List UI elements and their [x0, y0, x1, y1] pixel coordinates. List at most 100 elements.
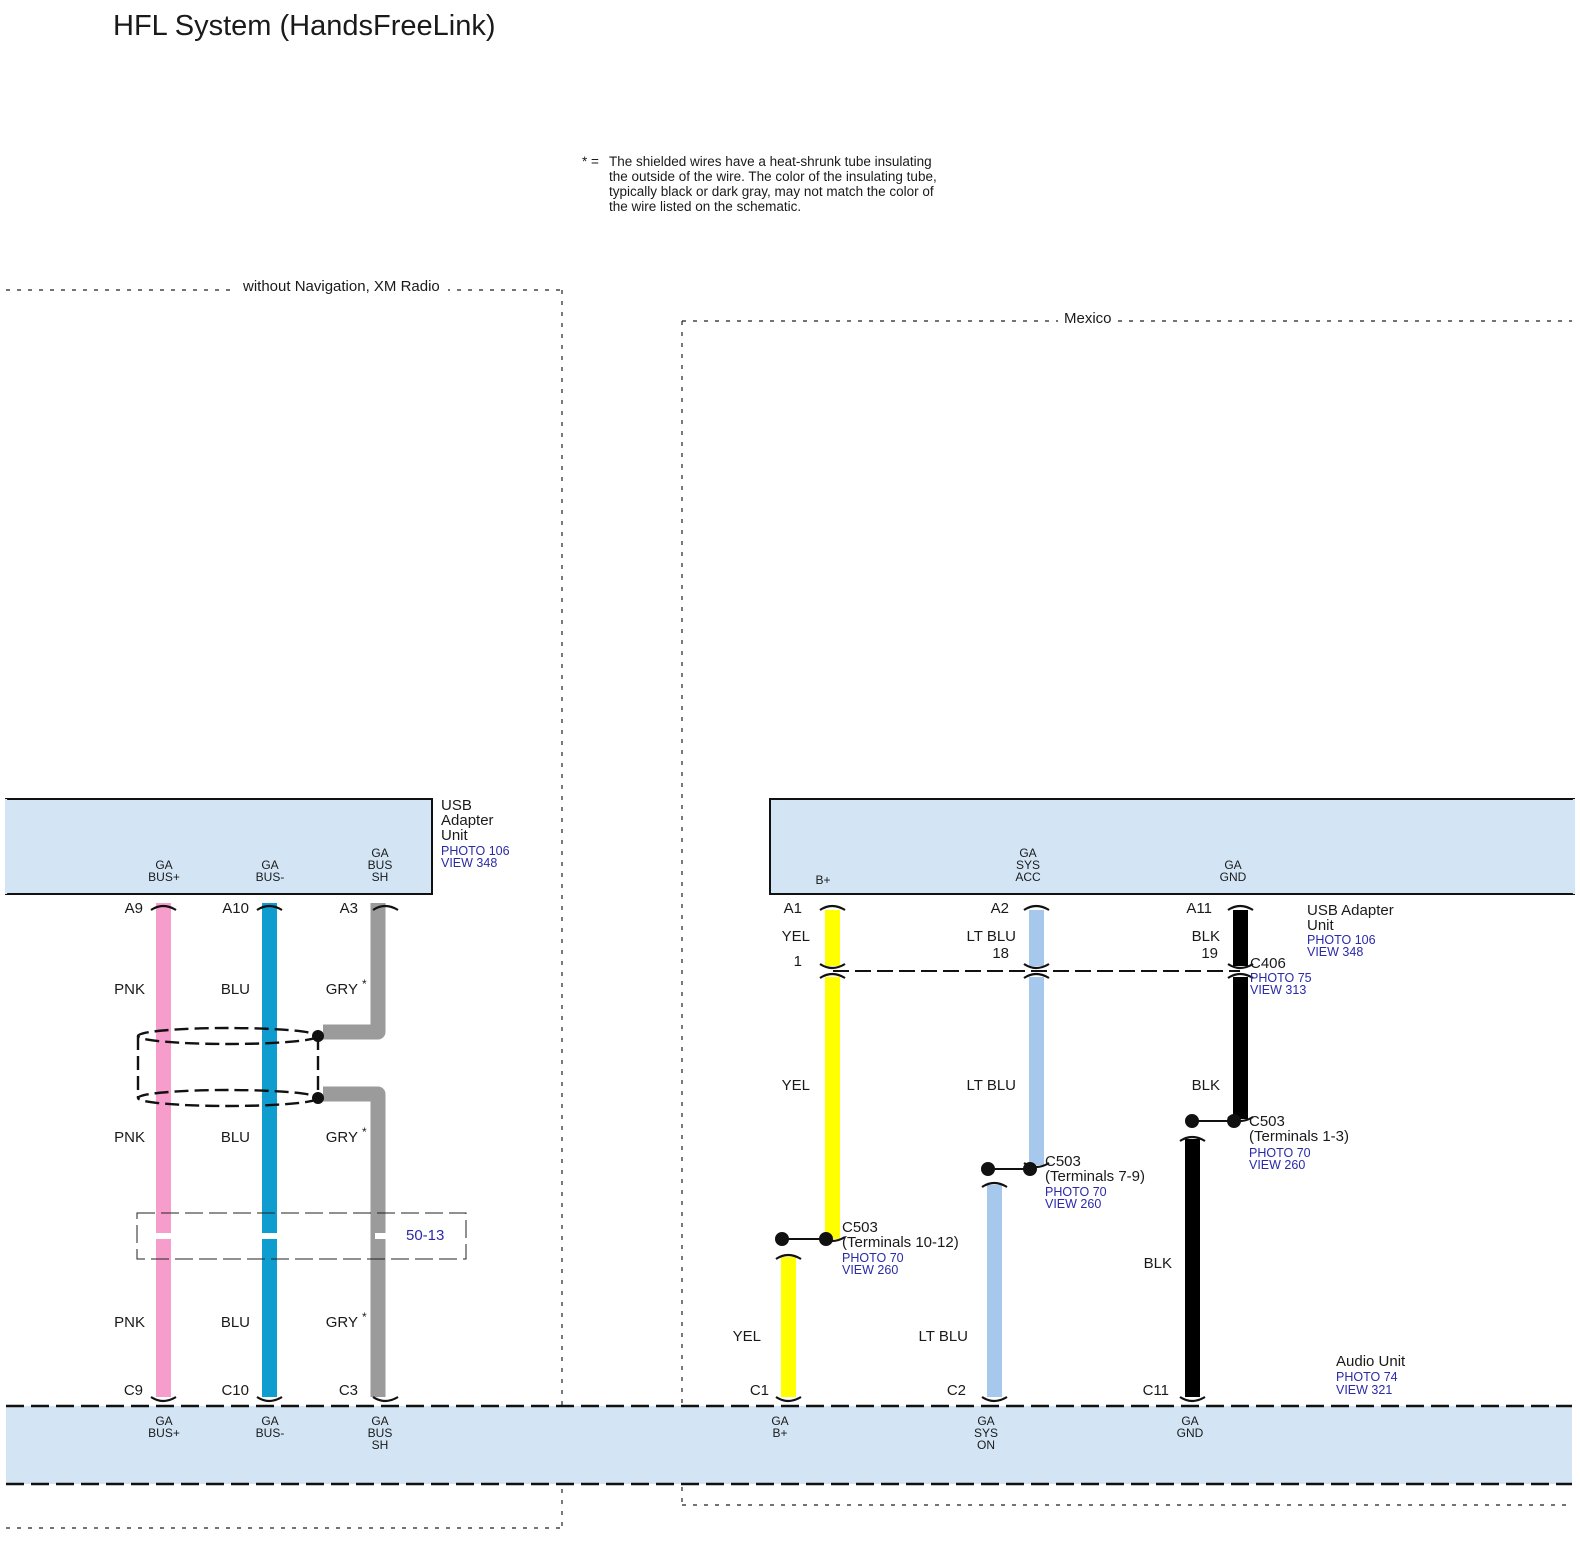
audio-unit-view: VIEW 321 [1336, 1383, 1392, 1397]
page-link-break-gry [375, 1233, 396, 1239]
note-line-4: the wire listed on the schematic. [609, 199, 801, 214]
pin-a9: A9 [125, 900, 143, 917]
audio-term-b-plus-2: B+ [772, 1426, 787, 1440]
c406-view: VIEW 313 [1250, 983, 1306, 997]
color-blk-1: BLK [1192, 928, 1220, 945]
term-gnd-1: GA [1224, 858, 1241, 872]
audio-term-bus-minus-1: GA [261, 1414, 278, 1428]
note-line-2: the outside of the wire. The color of th… [609, 169, 937, 184]
color-blu-1: BLU [221, 981, 250, 998]
c503-a-view: VIEW 260 [842, 1263, 898, 1277]
audio-term-gnd-1: GA [1181, 1414, 1198, 1428]
audio-term-sys-3: ON [977, 1438, 995, 1452]
note-line-1: The shielded wires have a heat-shrunk tu… [609, 154, 932, 169]
color-yel-3: YEL [733, 1328, 761, 1345]
audio-term-b-plus-1: GA [771, 1414, 788, 1428]
audio-term-sys-2: SYS [974, 1426, 998, 1440]
color-blk-2: BLK [1192, 1077, 1220, 1094]
term-sys-1: GA [1019, 846, 1036, 860]
usb-right-terminal-labels: B+ GA SYS ACC GA GND [815, 846, 1246, 887]
c503-c-callout: C503 (Terminals 1-3) PHOTO 70 VIEW 260 [1249, 1113, 1349, 1172]
shield-note: * = The shielded wires have a heat-shrun… [582, 154, 937, 214]
pin-c3: C3 [339, 1382, 358, 1399]
term-sys-2: SYS [1016, 858, 1040, 872]
term-bus-plus-1: GA [155, 858, 172, 872]
c503-b-photo: PHOTO 70 [1045, 1185, 1107, 1199]
c406-photo: PHOTO 75 [1250, 971, 1312, 985]
usb-right-name-2: Unit [1307, 917, 1335, 934]
c503-b-name: C503 [1045, 1153, 1081, 1170]
pin-c406-19: 19 [1201, 945, 1218, 962]
wire-yel-middle [825, 977, 840, 1239]
usb-left-name-1: USB [441, 797, 472, 814]
group-label-right-bg [1058, 307, 1116, 329]
page-title: HFL System (HandsFreeLink) [113, 10, 495, 42]
page-link-box[interactable] [136, 1212, 467, 1260]
term-bus-minus-2: BUS- [256, 870, 285, 884]
usb-right-view: VIEW 348 [1307, 945, 1363, 959]
color-ltblu-3: LT BLU [919, 1328, 968, 1345]
color-yel-1: YEL [782, 928, 810, 945]
pin-a1: A1 [784, 900, 802, 917]
pin-c10: C10 [221, 1382, 249, 1399]
wire-yel-lower [781, 1257, 796, 1397]
color-pnk-2: PNK [114, 1129, 145, 1146]
shield-mark-1: * [362, 977, 367, 991]
audio-unit-name: Audio Unit [1336, 1353, 1406, 1370]
group-label-left-bg [236, 276, 448, 298]
term-bus-sh-2: BUS [368, 858, 393, 872]
audio-unit-body [6, 1406, 1572, 1484]
c406-name: C406 [1250, 955, 1286, 972]
pin-c11: C11 [1143, 1382, 1169, 1399]
term-bus-plus-2: BUS+ [148, 870, 180, 884]
c503-b-detail: (Terminals 7-9) [1045, 1168, 1145, 1185]
term-bus-minus-1: GA [261, 858, 278, 872]
c503-c-detail: (Terminals 1-3) [1249, 1128, 1349, 1145]
wire-ltblu-middle [1029, 977, 1044, 1165]
color-pnk-3: PNK [114, 1314, 145, 1331]
pin-ends [150, 904, 1254, 1403]
pin-a11: A11 [1186, 900, 1212, 917]
group-label-left: without Navigation, XM Radio [242, 278, 440, 295]
color-blk-3: BLK [1144, 1255, 1172, 1272]
wire-blk-lower [1185, 1139, 1200, 1397]
wire-blu [262, 903, 277, 1397]
group-label-right: Mexico [1064, 310, 1112, 327]
c503-a-detail: (Terminals 10-12) [842, 1234, 959, 1251]
group-box-right [681, 320, 1572, 1506]
audio-term-bus-minus-2: BUS- [256, 1426, 285, 1440]
pin-a10: A10 [222, 900, 249, 917]
c503-b-callout: C503 (Terminals 7-9) PHOTO 70 VIEW 260 [1045, 1153, 1145, 1211]
pin-c2: C2 [947, 1382, 966, 1399]
usb-left-terminal-labels: GA BUS+ GA BUS- GA BUS SH [148, 846, 392, 884]
page-link-break-blu [259, 1233, 280, 1239]
usb-adapter-left-body [5, 798, 433, 895]
usb-adapter-right-body [769, 798, 1575, 895]
pin-c9: C9 [124, 1382, 143, 1399]
color-gry-2: GRY [326, 1129, 358, 1146]
c503-symbols [775, 1114, 1241, 1246]
shield-mark-2: * [362, 1125, 367, 1139]
wire-pnk [156, 903, 171, 1397]
wire-yel-upper [825, 910, 840, 966]
page-link-ref[interactable]: 50-13 [406, 1227, 444, 1244]
usb-left-view: VIEW 348 [441, 856, 497, 870]
group-box-left [6, 289, 563, 1529]
term-sys-3: ACC [1015, 870, 1041, 884]
color-blu-3: BLU [221, 1314, 250, 1331]
term-bus-sh-1: GA [371, 846, 388, 860]
shield-splice-upper [312, 1030, 324, 1042]
c503-a-callout: C503 (Terminals 10-12) PHOTO 70 VIEW 260 [842, 1219, 959, 1277]
color-ltblu-2: LT BLU [967, 1077, 1016, 1094]
wire-ltblu-lower [987, 1185, 1002, 1397]
pin-c406-18: 18 [992, 945, 1009, 962]
wire-color-labels: PNK PNK PNK BLU BLU BLU GRY * GRY * GRY … [114, 928, 1220, 1345]
note-marker: * = [582, 154, 599, 169]
audio-term-bus-sh-3: SH [372, 1438, 389, 1452]
pin-a2: A2 [991, 900, 1009, 917]
term-gnd-2: GND [1220, 870, 1247, 884]
pin-c1: C1 [750, 1382, 769, 1399]
c503-a-photo: PHOTO 70 [842, 1251, 904, 1265]
audio-term-bus-sh-2: BUS [368, 1426, 393, 1440]
